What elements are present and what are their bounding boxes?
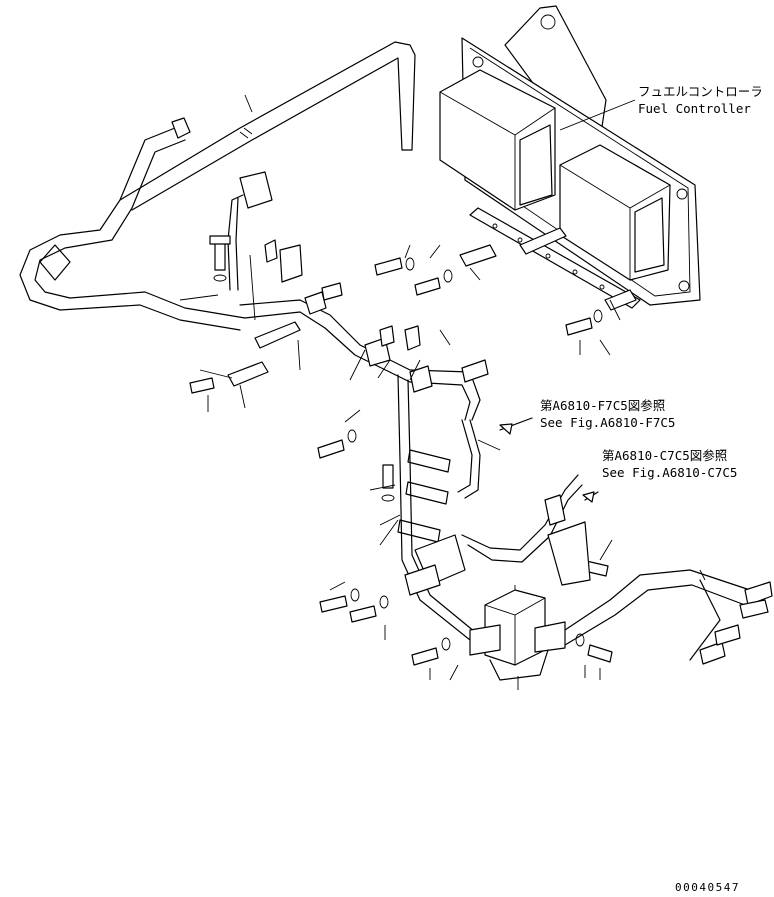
junction [469, 569, 773, 681]
fuel-controller-label-en: Fuel Controller [638, 101, 751, 116]
reference-label-1-en: See Fig.A6810-F7C5 [540, 415, 675, 430]
connector-clamp [227, 171, 273, 291]
fuel-controller-label-jp: フュエルコントローラ [638, 84, 763, 99]
reference-label-2-jp: 第A6810-C7C5図参照 [602, 448, 727, 463]
reference-label-1-jp: 第A6810-F7C5図参照 [540, 398, 665, 413]
reference-arrows [499, 417, 599, 503]
reference-label-2-en: See Fig.A6810-C7C5 [602, 465, 737, 480]
main-harness [19, 41, 416, 331]
lower-harness [397, 374, 591, 641]
bolts [189, 235, 613, 666]
fuel-controller [439, 5, 701, 306]
drawing-number: 00040547 [675, 881, 740, 894]
bracket-bar [459, 207, 641, 311]
leader-lines [179, 244, 706, 690]
middle-harness [227, 239, 489, 421]
